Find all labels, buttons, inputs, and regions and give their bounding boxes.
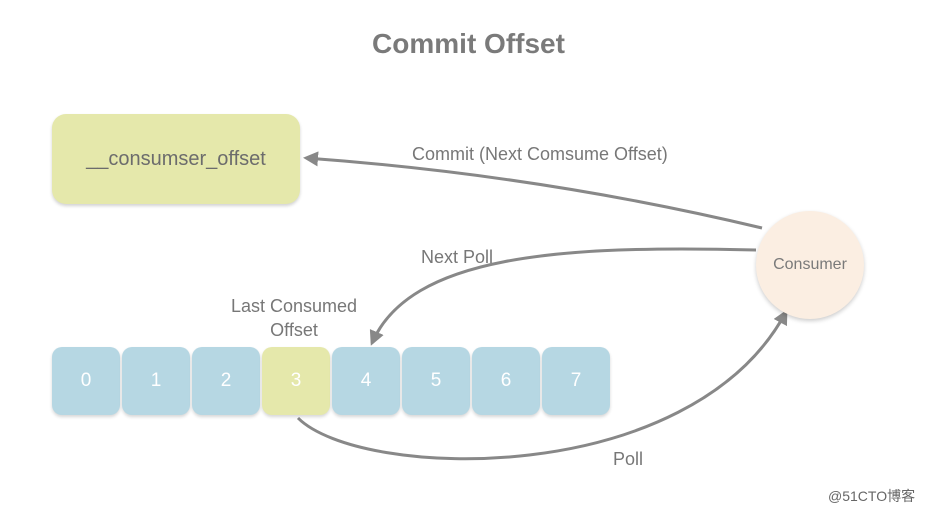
partition-cell-next: 4 [332,347,400,415]
consumer-node: Consumer [756,211,864,319]
partition-cell: 1 [122,347,190,415]
last-consumed-offset-label: Last Consumed Offset [230,296,358,340]
partition-cell: 5 [402,347,470,415]
consumer-offset-topic-box: __consumser_offset [52,114,300,204]
partition-cell: 2 [192,347,260,415]
commit-arrow-label: Commit (Next Comsume Offset) [412,144,668,164]
next-poll-arrow [369,247,757,346]
next-poll-arrow-label: Next Poll [421,247,494,267]
partition-cell-last-consumed: 3 [262,347,330,415]
commit-arrow [303,151,763,230]
poll-arrow-label: Poll [613,449,644,469]
poll-arrow [296,309,788,461]
partition-cell: 6 [472,347,540,415]
partition-cell: 7 [542,347,610,415]
diagram-title: Commit Offset [372,28,565,59]
watermark: @51CTO博客 [828,488,916,504]
partition-cell: 0 [52,347,120,415]
